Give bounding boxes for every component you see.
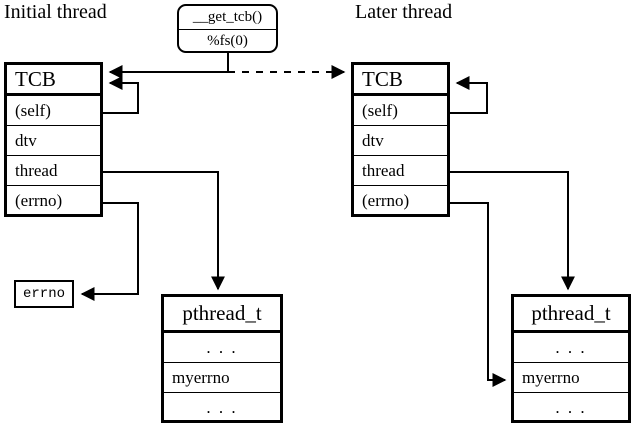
- tcb-left-row-thread: thread: [7, 156, 100, 186]
- get-tcb-function-label: __get_tcb(): [179, 6, 276, 30]
- errno-variable-label: errno: [22, 286, 65, 302]
- pthread-right-row-ellipsis-top: . . .: [514, 333, 628, 363]
- tcb-left-row-dtv: dtv: [7, 126, 100, 156]
- pthread-left-header: pthread_t: [164, 297, 280, 333]
- pthread-right-row-myerrno: myerrno: [514, 363, 628, 393]
- left-thread-to-pthread-arrow: [103, 171, 225, 291]
- tcb-right-row-dtv: dtv: [354, 126, 447, 156]
- right-thread-to-pthread-arrow: [450, 171, 575, 291]
- tcb-right: TCB (self) dtv thread (errno): [351, 62, 450, 217]
- get-tcb-segment-label: %fs(0): [207, 33, 248, 49]
- tcb-left-header: TCB: [7, 65, 100, 96]
- tcb-right-row-thread: thread: [354, 156, 447, 186]
- right-self-loop-arrow: [450, 76, 488, 114]
- left-self-loop-arrow: [103, 76, 139, 114]
- title-later-thread: Later thread: [355, 1, 453, 23]
- tcb-left: TCB (self) dtv thread (errno): [4, 62, 103, 217]
- left-errno-to-errno-box-arrow: [80, 202, 139, 301]
- get-tcb-box: __get_tcb() %fs(0): [177, 4, 278, 53]
- errno-variable-box: errno: [14, 280, 74, 308]
- tcb-right-header: TCB: [354, 65, 447, 96]
- tcb-left-row-self: (self): [7, 96, 100, 126]
- pthread-right: pthread_t . . . myerrno . . .: [511, 294, 631, 423]
- pthread-left: pthread_t . . . myerrno . . .: [161, 294, 283, 423]
- tcb-right-row-errno: (errno): [362, 191, 410, 210]
- pthread-left-row-ellipsis-bottom: . . .: [206, 398, 238, 417]
- pthread-right-header: pthread_t: [514, 297, 628, 333]
- tcb-right-row-self: (self): [354, 96, 447, 126]
- pthread-right-row-ellipsis-bottom: . . .: [555, 398, 587, 417]
- pthread-left-row-ellipsis-top: . . .: [164, 333, 280, 363]
- tcb-left-row-errno: (errno): [15, 191, 63, 210]
- right-errno-to-myerrno-arrow: [450, 202, 507, 387]
- title-initial-thread: Initial thread: [4, 1, 107, 23]
- pthread-left-row-myerrno: myerrno: [164, 363, 280, 393]
